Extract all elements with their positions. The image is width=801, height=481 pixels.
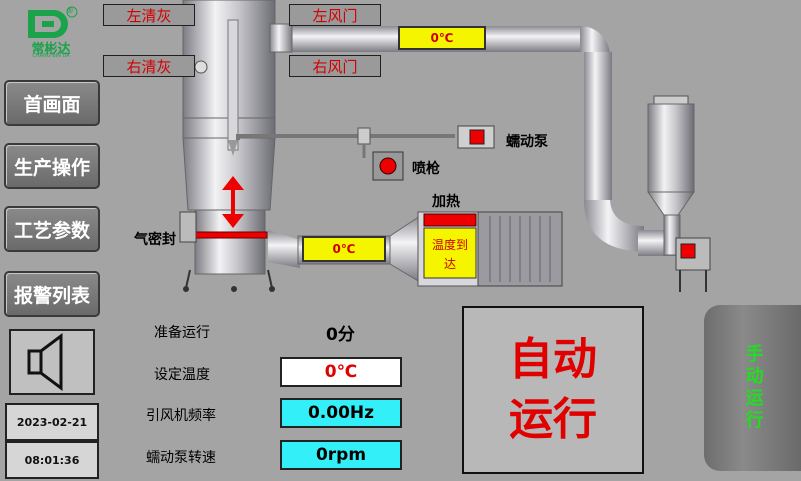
date-display: 2023-02-21	[5, 403, 99, 441]
heating-label: 加热	[432, 194, 460, 210]
left-clean-button[interactable]: 左清灰	[103, 4, 195, 26]
inlet-duct-temp: 0℃	[302, 236, 386, 262]
spray-gun-label: 喷枪	[412, 161, 440, 177]
brand-logo: ® 常彬达 CHANG BIN DA	[20, 4, 82, 60]
pump-speed-label: 蠕动泵转速	[146, 450, 216, 466]
manual-run-button[interactable]: 手动运行	[704, 305, 801, 471]
brand-name-en: CHANG BIN DA	[32, 53, 70, 59]
nav-process-params-button[interactable]: 工艺参数	[4, 206, 100, 252]
set-temp-label: 设定温度	[154, 367, 210, 383]
set-temp-input[interactable]: 0℃	[280, 357, 402, 387]
registered-mark: ®	[66, 6, 74, 15]
air-seal-label: 气密封	[134, 232, 176, 248]
time-display: 08:01:36	[5, 441, 99, 479]
fan-freq-label: 引风机频率	[146, 408, 216, 424]
right-clean-button[interactable]: 右清灰	[103, 55, 195, 77]
pump-speed-value: 0rpm	[280, 440, 402, 470]
nav-alarm-list-button[interactable]: 报警列表	[4, 271, 100, 317]
sidebar: ® 常彬达 CHANG BIN DA 首画面 生产操作 工艺参数 报警列表 20…	[0, 0, 104, 481]
peristaltic-pump-label: 蠕动泵	[506, 134, 548, 150]
prepare-run-value: 0分	[326, 325, 355, 345]
auto-run-button[interactable]: 自动 运行	[462, 306, 644, 474]
top-duct-temp: 0℃	[398, 26, 486, 50]
nav-home-button[interactable]: 首画面	[4, 80, 100, 126]
auto-run-label-line2: 运行	[509, 394, 597, 445]
fan-freq-value: 0.00Hz	[280, 398, 402, 428]
nav-production-button[interactable]: 生产操作	[4, 143, 100, 189]
speaker-icon	[27, 333, 63, 391]
prepare-run-label: 准备运行	[154, 325, 210, 341]
auto-run-label-line1: 自动	[509, 334, 597, 385]
temp-reached-indicator: 温度到达	[431, 238, 468, 271]
right-damper-button[interactable]: 右风门	[289, 55, 381, 77]
left-damper-button[interactable]: 左风门	[289, 4, 381, 26]
brand-name: 常彬达	[31, 42, 71, 57]
speaker-mute-button[interactable]	[9, 329, 95, 395]
